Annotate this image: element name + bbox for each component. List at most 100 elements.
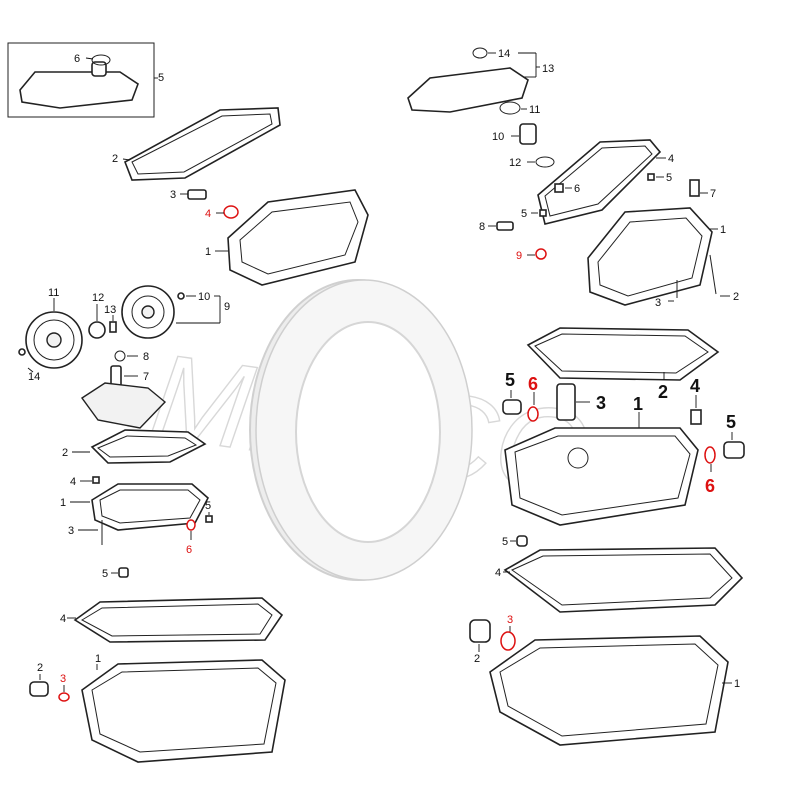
label-b-4: 4	[668, 153, 674, 165]
oil-pan-a	[227, 189, 369, 286]
red-seal-a	[223, 205, 239, 219]
label-c-9: 9	[224, 301, 230, 313]
o-ring-14	[472, 47, 488, 59]
label-a-4: 4	[205, 208, 211, 220]
label-c-11: 11	[48, 287, 59, 299]
filter-neck	[91, 61, 107, 77]
label-d-3: 3	[596, 393, 606, 413]
label-d-5a: 5	[505, 370, 515, 390]
label-c-5b: 5	[102, 568, 108, 580]
pin-5	[647, 173, 655, 181]
label-a-6: 6	[74, 53, 80, 65]
plug-5	[502, 399, 522, 415]
bolt-a	[187, 189, 207, 200]
o-ring-12	[535, 156, 555, 168]
clip-7	[689, 179, 700, 197]
bolt-13	[109, 321, 117, 333]
gasket-c	[90, 429, 207, 464]
panel-f: 5 4 3 2 1	[469, 535, 744, 746]
oil-pan-e	[81, 659, 286, 763]
label-e-3: 3	[60, 673, 66, 685]
o-ring	[91, 54, 111, 66]
o-ring-11	[499, 101, 521, 115]
label-c-13: 13	[104, 304, 116, 316]
label-f-2: 2	[474, 653, 480, 665]
pin-4	[690, 409, 702, 425]
label-a-1: 1	[205, 246, 211, 258]
o-ring-8	[114, 350, 126, 362]
label-f-4: 4	[495, 567, 501, 579]
spacer-12	[88, 321, 106, 339]
bolt-8	[496, 221, 514, 231]
panel-b: 14 1 3 11 10 12 4 6 5 5 7 8	[407, 47, 739, 309]
label-d-6b: 6	[705, 476, 715, 496]
label-c-8: 8	[143, 351, 149, 363]
red-seal-b	[535, 248, 547, 260]
label-c-10: 10	[198, 291, 210, 303]
label-d-4: 4	[690, 376, 700, 396]
label-c-7: 7	[143, 371, 149, 383]
label-c-5: 5	[205, 500, 211, 512]
label-d-1: 1	[633, 394, 643, 414]
label-c-3: 3	[68, 525, 74, 537]
label-b-6: 6	[574, 183, 580, 195]
seal-ring-hole	[295, 321, 441, 543]
panel-a: 6 5 2 3 4 1	[7, 42, 369, 286]
bolt-14	[18, 348, 26, 356]
panel-d: 2 5 6 3 1 4 5 6	[502, 327, 745, 526]
label-d-2: 2	[658, 382, 668, 402]
pin-5b	[539, 209, 547, 217]
label-c-2: 2	[62, 447, 68, 459]
filter-b	[407, 67, 529, 113]
gasket-e	[73, 597, 284, 643]
label-b-9: 9	[516, 250, 522, 262]
label-c-4: 4	[70, 476, 76, 488]
gasket-d	[526, 327, 720, 381]
drain-plug-e	[29, 681, 49, 697]
plug-5b	[118, 567, 129, 578]
oil-pan-f	[489, 635, 729, 746]
tube-10	[519, 123, 537, 145]
label-b-10: 10	[492, 131, 504, 143]
drain-plug-f	[469, 619, 491, 643]
label-b-8: 8	[479, 221, 485, 233]
oil-pan-b	[587, 207, 713, 306]
label-b-11: 11	[529, 104, 540, 116]
pin-4	[92, 476, 100, 484]
valve-body	[81, 382, 167, 429]
inset-frame	[7, 42, 155, 118]
label-b-5a: 5	[666, 172, 672, 184]
plug-5	[516, 535, 528, 547]
label-b-3: 3	[655, 297, 661, 309]
red-seal-f	[500, 631, 516, 651]
label-b-14: 14	[498, 48, 510, 60]
label-e-2: 2	[37, 662, 43, 674]
gasket-a	[123, 107, 281, 181]
label-b-5b: 5	[521, 208, 527, 220]
label-b-7: 7	[710, 188, 716, 200]
label-e-1: 1	[95, 653, 101, 665]
plug-5b	[723, 441, 745, 459]
main-seal-photo	[249, 279, 473, 581]
label-b-1: 1	[720, 224, 726, 236]
panel-e: 4 2 3 1	[29, 597, 286, 763]
sensor-3	[556, 383, 576, 421]
label-c-6: 6	[186, 544, 192, 556]
label-a-3: 3	[170, 189, 176, 201]
clip-6	[554, 183, 564, 193]
label-a-2: 2	[112, 153, 118, 165]
red-seal-c	[186, 519, 196, 531]
label-d-6a: 6	[528, 374, 538, 394]
nut-10	[177, 292, 185, 300]
label-c-14: 14	[28, 371, 40, 383]
oil-pan-d	[504, 427, 699, 526]
label-b-12: 12	[509, 157, 521, 169]
filter-part	[19, 71, 139, 109]
label-f-5: 5	[502, 536, 508, 548]
label-e-4: 4	[60, 613, 66, 625]
red-seal-d2	[704, 446, 716, 464]
label-f-1: 1	[734, 678, 740, 690]
gasket-f	[503, 547, 744, 613]
